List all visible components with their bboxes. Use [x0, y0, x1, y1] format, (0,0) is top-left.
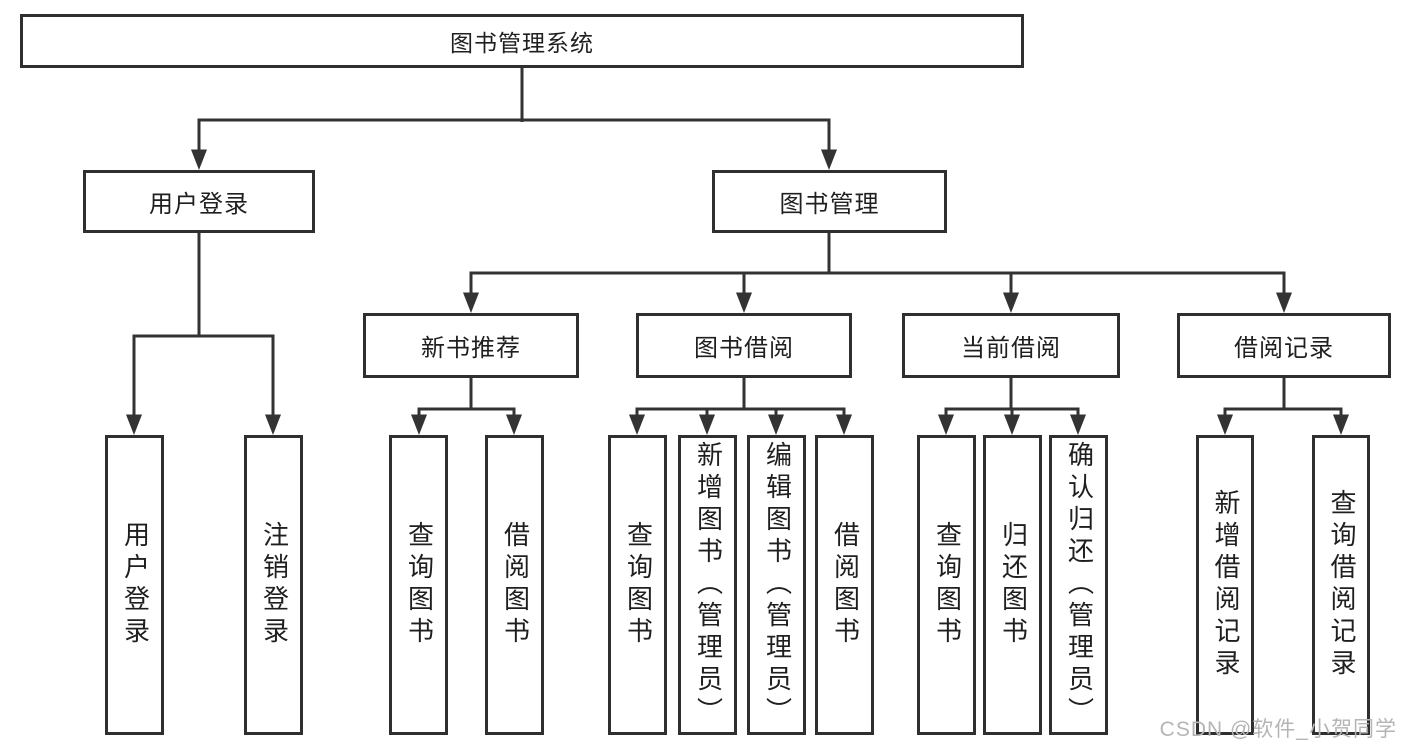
arrowhead-icon	[506, 414, 522, 435]
leaf-user-login: 用户登录	[105, 435, 164, 735]
arrowhead-icon	[1003, 292, 1019, 313]
leaf-rec-borrow-book: 借阅图书	[485, 435, 544, 735]
leaf-current-query-book-label: 查询图书	[932, 521, 963, 649]
leaf-borrow-borrow-book: 借阅图书	[815, 435, 874, 735]
leaf-logout-label: 注销登录	[259, 521, 290, 649]
node-borrow-records-label: 借阅记录	[1234, 335, 1334, 362]
arrowhead-icon	[1276, 292, 1292, 313]
connector-current-borrow-children	[944, 378, 1080, 417]
arrowhead-icon	[411, 414, 427, 435]
arrowhead-icon	[736, 292, 752, 313]
arrowhead-icon	[821, 149, 837, 170]
arrowhead-icon	[836, 414, 852, 435]
leaf-rec-query-book-label: 查询图书	[404, 521, 435, 649]
leaf-current-return-book-label: 归还图书	[998, 521, 1029, 649]
leaf-logout: 注销登录	[244, 435, 303, 735]
arrowhead-icon	[1070, 414, 1086, 435]
leaf-borrow-borrow-book-label: 借阅图书	[830, 521, 861, 649]
leaf-records-query-record: 查询借阅记录	[1312, 435, 1370, 735]
arrowhead-icon	[1004, 414, 1020, 435]
csdn-watermark: CSDN @软件_小贺同学	[1159, 718, 1397, 741]
connector-root-to-level2	[197, 68, 831, 152]
arrowhead-icon	[1333, 414, 1349, 435]
leaf-rec-query-book: 查询图书	[389, 435, 448, 735]
node-book-mgmt-label: 图书管理	[779, 191, 880, 218]
leaf-records-add-record: 新增借阅记录	[1196, 435, 1254, 735]
arrowhead-icon	[265, 414, 281, 435]
node-book-mgmt: 图书管理	[712, 170, 947, 233]
leaf-borrow-edit-book-label: 编辑图书（管理员）	[762, 441, 793, 729]
node-new-book-rec: 新书推荐	[363, 313, 579, 378]
node-book-borrow-label: 图书借阅	[694, 335, 794, 362]
node-user-login: 用户登录	[83, 170, 315, 233]
arrowhead-icon	[629, 414, 645, 435]
connector-borrow-records-children	[1223, 378, 1343, 417]
arrowhead-icon	[938, 414, 954, 435]
leaf-user-login-label: 用户登录	[120, 521, 151, 649]
leaf-records-add-record-label: 新增借阅记录	[1210, 489, 1241, 681]
leaf-borrow-query-book-label: 查询图书	[623, 521, 654, 649]
arrowhead-icon	[699, 414, 715, 435]
arrowhead-icon	[1217, 414, 1233, 435]
node-new-book-rec-label: 新书推荐	[421, 335, 521, 362]
arrowhead-icon	[126, 414, 142, 435]
node-user-login-label: 用户登录	[149, 191, 249, 218]
leaf-borrow-query-book: 查询图书	[608, 435, 667, 735]
leaf-borrow-edit-book: 编辑图书（管理员）	[747, 435, 806, 735]
node-root-label: 图书管理系统	[450, 30, 594, 56]
arrowhead-icon	[768, 414, 784, 435]
node-borrow-records: 借阅记录	[1177, 313, 1391, 378]
leaf-current-confirm-return-label: 确认归还（管理员）	[1064, 441, 1095, 729]
leaf-borrow-add-book: 新增图书（管理员）	[678, 435, 737, 735]
leaf-borrow-add-book-label: 新增图书（管理员）	[693, 441, 724, 729]
leaf-current-return-book: 归还图书	[983, 435, 1042, 735]
node-root: 图书管理系统	[20, 14, 1024, 68]
arrowhead-icon	[191, 149, 207, 170]
node-current-borrow-label: 当前借阅	[961, 335, 1061, 362]
node-book-borrow: 图书借阅	[636, 313, 852, 378]
leaf-current-confirm-return: 确认归还（管理员）	[1049, 435, 1108, 735]
leaf-records-query-record-label: 查询借阅记录	[1326, 489, 1357, 681]
node-current-borrow: 当前借阅	[902, 313, 1120, 378]
connector-user-login-children	[132, 233, 275, 417]
connector-book-mgmt-children	[469, 233, 1286, 296]
arrowhead-icon	[463, 292, 479, 313]
connector-book-borrow-children	[635, 378, 846, 417]
leaf-rec-borrow-book-label: 借阅图书	[500, 521, 531, 649]
leaf-current-query-book: 查询图书	[917, 435, 976, 735]
connector-new-book-rec-children	[417, 378, 516, 417]
